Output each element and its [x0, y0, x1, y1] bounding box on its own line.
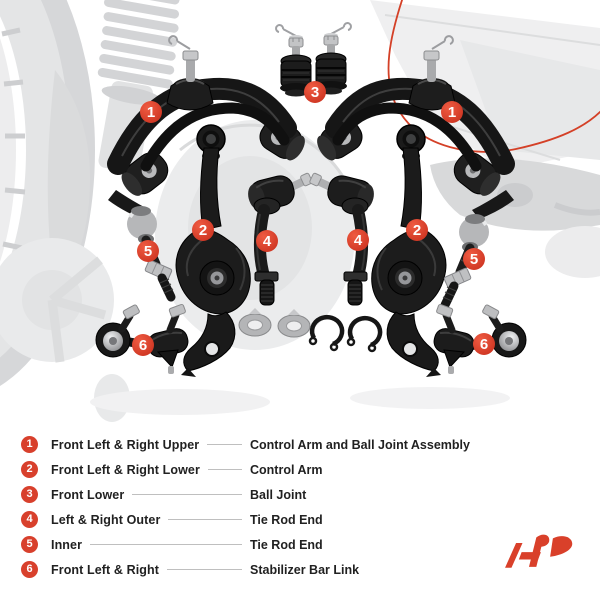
snap-rings	[308, 314, 383, 353]
legend-connector-line	[167, 569, 242, 570]
svg-text:3: 3	[311, 84, 319, 101]
legend-position-label: Front Left & Right	[51, 562, 160, 577]
legend-row-6: 6 Front Left & Right Stabilizer Bar Link	[0, 557, 600, 582]
red-accent-arc	[387, 0, 600, 153]
svg-text:4: 4	[263, 233, 272, 250]
part-marker-2-right: 2	[406, 219, 428, 241]
svg-text:4: 4	[354, 232, 363, 249]
legend-part-label: Control Arm and Ball Joint Assembly	[250, 437, 470, 452]
legend-row-4: 4 Left & Right Outer Tie Rod End	[0, 507, 600, 532]
legend-row-3: 3 Front Lower Ball Joint	[0, 482, 600, 507]
legend-num-badge: 3	[21, 486, 38, 503]
brand-logo	[497, 531, 583, 577]
svg-text:1: 1	[448, 104, 456, 121]
legend-part-label: Stabilizer Bar Link	[250, 562, 360, 577]
legend-num-badge: 2	[21, 461, 38, 478]
legend-row-2: 2 Front Left & Right Lower Control Arm	[0, 457, 600, 482]
part-marker-3: 3	[304, 81, 326, 103]
svg-text:6: 6	[139, 337, 147, 354]
legend-position-label: Front Lower	[51, 487, 125, 502]
legend-connector-line	[207, 469, 242, 470]
legend-num-badge: 5	[21, 536, 38, 553]
svg-text:5: 5	[144, 243, 152, 260]
part-marker-6-left: 6	[132, 334, 154, 356]
legend-position-label: Inner	[51, 537, 83, 552]
legend-position-label: Left & Right Outer	[51, 512, 161, 527]
legend-row-1: 1 Front Left & Right Upper Control Arm a…	[0, 432, 600, 457]
part-marker-1-left: 1	[140, 101, 162, 123]
faded-coil-spring	[97, 0, 180, 173]
parts-photo-area: 1 1 3 2 2 4 4 5 5 6 6	[0, 0, 600, 422]
legend-num-badge: 4	[21, 511, 38, 528]
legend-part-label: Control Arm	[250, 462, 323, 477]
legend-num-badge: 6	[21, 561, 38, 578]
part-marker-5-left: 5	[137, 240, 159, 262]
svg-text:2: 2	[199, 222, 207, 239]
upper-control-arm	[107, 35, 305, 219]
legend-part-label: Tie Rod End	[250, 537, 323, 552]
ball-joint	[275, 24, 312, 97]
legend-connector-line	[90, 544, 242, 545]
legend-connector-line	[132, 494, 242, 495]
a-premium-logo-mark	[505, 534, 573, 568]
wave-washers	[238, 308, 311, 338]
part-marker-1-right: 1	[441, 101, 463, 123]
svg-text:2: 2	[413, 222, 421, 239]
legend-position-label: Front Left & Right Upper	[51, 437, 200, 452]
lower-control-arm	[175, 124, 251, 377]
part-marker-4-left: 4	[256, 230, 278, 252]
legend-connector-line	[207, 444, 242, 445]
svg-text:1: 1	[147, 104, 155, 121]
part-marker-6-right: 6	[473, 333, 495, 355]
legend-row-5: 5 Inner Tie Rod End	[0, 532, 600, 557]
svg-text:5: 5	[470, 251, 478, 268]
part-marker-4-right: 4	[347, 229, 369, 251]
part-marker-2-left: 2	[192, 219, 214, 241]
legend-position-label: Front Left & Right Lower	[51, 462, 200, 477]
svg-text:6: 6	[480, 336, 488, 353]
legend-connector-line	[168, 519, 242, 520]
legend-part-label: Ball Joint	[250, 487, 307, 502]
parts-legend: 1 Front Left & Right Upper Control Arm a…	[0, 432, 600, 582]
legend-part-label: Tie Rod End	[250, 512, 323, 527]
part-marker-5-right: 5	[463, 248, 485, 270]
legend-num-badge: 1	[21, 436, 38, 453]
